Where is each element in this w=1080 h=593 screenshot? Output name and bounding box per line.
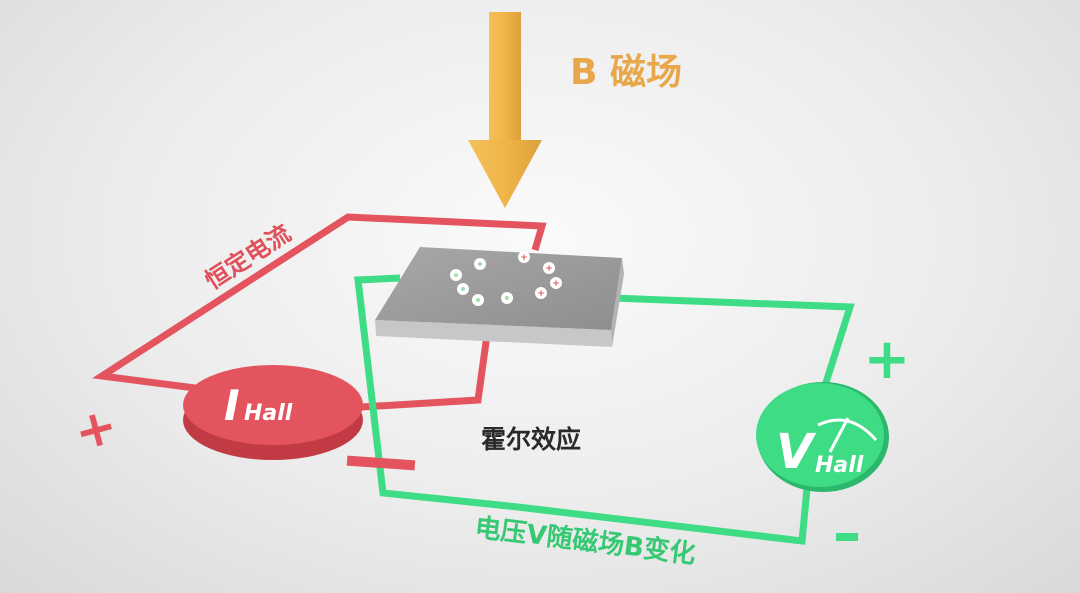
voltmeter-needle: [828, 417, 850, 453]
carrier-dot: [535, 287, 547, 299]
arrow-shaft: [489, 12, 521, 142]
charge-carriers: + + + +: [450, 251, 562, 306]
voltmeter: V Hall: [756, 382, 889, 492]
current-circuit: [92, 213, 547, 412]
voltmeter-symbol: V: [776, 424, 817, 480]
carrier-minus-mark: [478, 262, 482, 266]
current-plus-sign: +: [68, 396, 123, 463]
carrier-plus-mark: +: [552, 279, 560, 289]
current-source: I Hall: [183, 365, 363, 460]
carrier-dot: [518, 251, 530, 263]
current-source-symbol: I: [224, 381, 240, 430]
arrow-head: [468, 140, 542, 208]
magnetic-field-arrow: [468, 12, 542, 208]
current-minus-sign: [346, 455, 416, 471]
voltage-plus-sign: +: [864, 327, 911, 392]
voltage-wire-left: [354, 274, 519, 511]
carrier-plus-mark: +: [520, 253, 528, 263]
hall-plate-side: [375, 320, 612, 347]
carrier-minus-mark: [461, 287, 465, 291]
carrier-dot: [550, 277, 562, 289]
voltage-circuit: [354, 274, 855, 545]
voltage-wire-right: [611, 294, 855, 394]
magnetic-field-label: B 磁场: [570, 52, 682, 93]
current-source-subscript: Hall: [244, 401, 293, 426]
carrier-minus-mark: [505, 296, 509, 300]
carrier-plus-mark: +: [537, 289, 545, 299]
voltmeter-scale-arc: [817, 418, 878, 441]
hall-plate: + + + +: [375, 247, 624, 347]
voltmeter-face: [756, 383, 884, 487]
current-source-face: [183, 365, 363, 445]
current-wire-front: [344, 334, 491, 412]
voltage-change-label: 电压V随磁场B变化: [473, 512, 697, 570]
hall-plate-right-side: [611, 258, 624, 347]
current-wire-back: [92, 213, 547, 392]
hall-effect-label: 霍尔效应: [481, 425, 581, 454]
carrier-minus-mark: [454, 273, 458, 277]
voltmeter-subscript: Hall: [815, 453, 864, 478]
carrier-minus-mark: [476, 298, 480, 302]
carrier-plus-mark: +: [545, 264, 553, 274]
carrier-dot: [543, 262, 555, 274]
voltage-wire-bottom: [517, 477, 812, 545]
voltage-minus-sign: [836, 533, 858, 541]
hall-plate-top: [375, 247, 622, 330]
